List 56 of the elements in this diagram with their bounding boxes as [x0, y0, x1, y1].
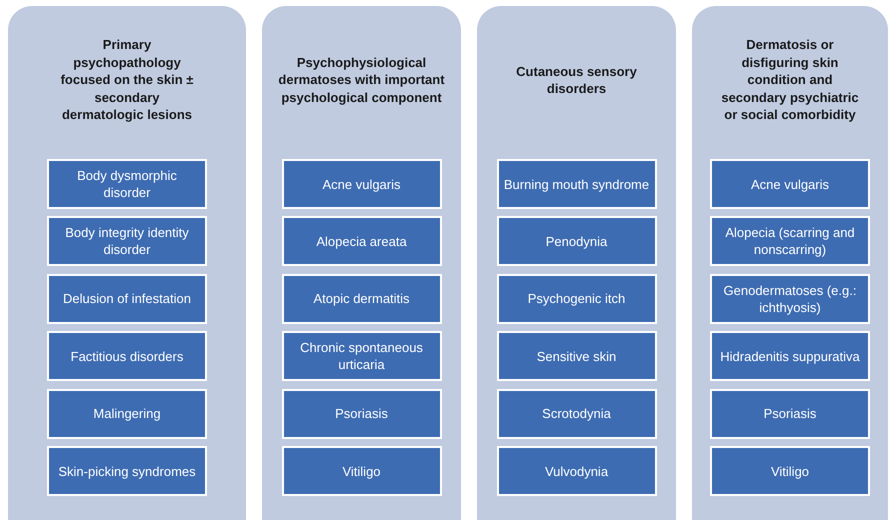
item-box — [496, 216, 656, 266]
category-column — [477, 6, 676, 520]
item-box — [496, 331, 656, 382]
column-heading: Psychophysiological dermatoses with important psychological component — [277, 54, 446, 106]
category-column — [8, 6, 246, 520]
item-box — [47, 446, 207, 496]
item-box — [496, 159, 656, 209]
item-label: Body integrity identity disorder — [64, 224, 190, 258]
item-box — [496, 388, 656, 439]
item-label: Acne vulgaris — [322, 176, 401, 192]
item-box — [47, 331, 207, 382]
item-box — [710, 446, 870, 496]
item-box — [496, 446, 656, 496]
item-label: Alopecia areata — [316, 232, 407, 250]
item-box — [282, 159, 442, 209]
column-heading: Dermatosis or disfiguring skin condition and secondary psychiatric or social comorbidity — [720, 36, 860, 124]
item-label: Psoriasis — [335, 405, 388, 422]
item-box — [710, 331, 870, 382]
item-label: Delusion of infestation — [63, 290, 191, 308]
item-label: Scrotodynia — [542, 405, 611, 422]
item-box — [710, 274, 870, 324]
item-label: Skin-picking syndromes — [58, 462, 196, 480]
item-label: Vitiligo — [342, 462, 381, 480]
item-box — [47, 216, 207, 266]
category-column — [692, 6, 888, 520]
item-box — [47, 274, 207, 324]
item-box — [47, 388, 207, 439]
item-box — [282, 388, 442, 439]
item-label: Chronic spontaneous urticaria — [299, 339, 424, 374]
category-column — [262, 6, 461, 520]
column-heading: Cutaneous sensory disorders — [515, 62, 638, 98]
item-box — [710, 159, 870, 209]
item-label: Hidradenitis suppurativa — [720, 348, 860, 365]
item-label: Psychogenic itch — [528, 290, 626, 308]
item-label: Penodynia — [546, 232, 608, 250]
item-label: Psoriasis — [764, 405, 816, 422]
item-box — [282, 331, 442, 382]
item-label: Sensitive skin — [536, 348, 616, 365]
item-label: Atopic dermatitis — [313, 290, 410, 308]
item-label: Body dysmorphic disorder — [76, 167, 178, 201]
item-box — [496, 274, 656, 324]
item-box — [710, 388, 870, 439]
column-heading: Primary psychopathology focused on the skin ± secondary dermatologic lesions — [60, 36, 194, 124]
item-label: Malingering — [93, 405, 161, 422]
item-box — [47, 159, 207, 209]
item-box — [282, 274, 442, 324]
item-label: Vulvodynia — [544, 462, 608, 480]
item-box — [282, 446, 442, 496]
item-box — [282, 216, 442, 266]
item-box — [710, 216, 870, 266]
item-label: Alopecia (scarring and nonscarring) — [724, 224, 856, 258]
item-label: Factitious disorders — [70, 348, 184, 365]
item-label: Burning mouth syndrome — [504, 176, 650, 192]
item-label: Acne vulgaris — [750, 176, 830, 192]
item-label: Genodermatoses (e.g.: ichthyosis) — [722, 282, 858, 316]
item-label: Vitiligo — [770, 462, 810, 480]
